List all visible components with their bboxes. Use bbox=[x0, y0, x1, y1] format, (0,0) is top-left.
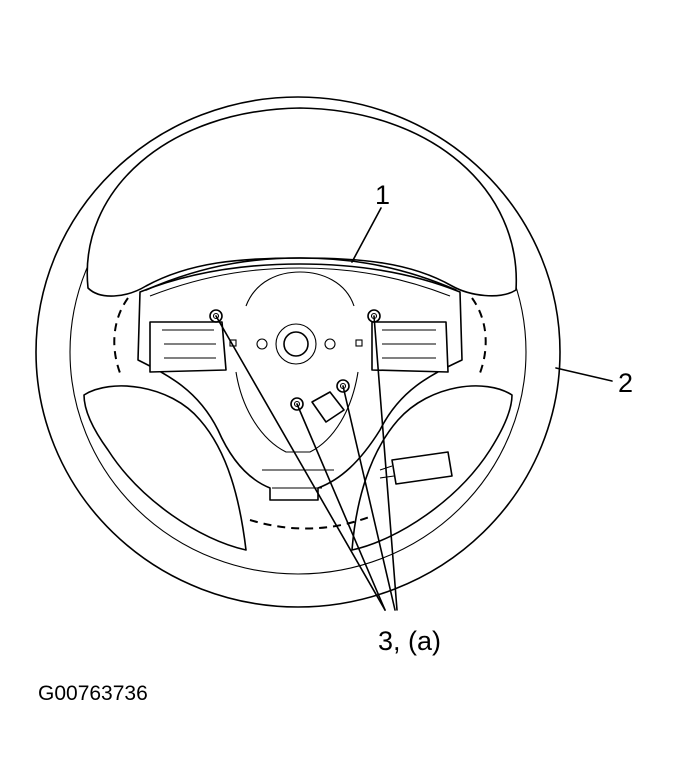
leader-part-3-d bbox=[373, 315, 398, 611]
leader-part-3-b bbox=[296, 403, 386, 611]
hub-boss bbox=[245, 271, 355, 307]
left-spoke-dashes bbox=[113, 297, 129, 379]
leader-part-3-c bbox=[342, 385, 396, 611]
part-label-1: 1 bbox=[375, 180, 390, 210]
part-label-3: 3, (a) bbox=[378, 626, 441, 656]
leader-part-1 bbox=[351, 207, 382, 263]
lower-left-opening bbox=[83, 385, 247, 551]
right-spoke-dashes bbox=[471, 297, 487, 379]
part-label-2: 2 bbox=[618, 368, 633, 398]
connector bbox=[311, 391, 345, 423]
figure-code: G00763736 bbox=[38, 682, 148, 705]
wire-clip bbox=[391, 451, 453, 485]
bolt-lower-left bbox=[290, 397, 304, 411]
bottom-spoke-dashes bbox=[249, 515, 373, 530]
bolt-upper-left bbox=[209, 309, 223, 323]
wheel-rim-outer bbox=[35, 96, 561, 608]
leader-part-3-a bbox=[215, 315, 386, 611]
bolt-lower-right bbox=[336, 379, 350, 393]
airbag-cover-edge bbox=[145, 257, 457, 291]
right-switch-pad bbox=[371, 321, 449, 373]
leader-part-2 bbox=[555, 367, 613, 382]
upper-opening bbox=[86, 107, 517, 297]
center-hole bbox=[283, 331, 309, 357]
left-switch-pad bbox=[149, 321, 227, 373]
